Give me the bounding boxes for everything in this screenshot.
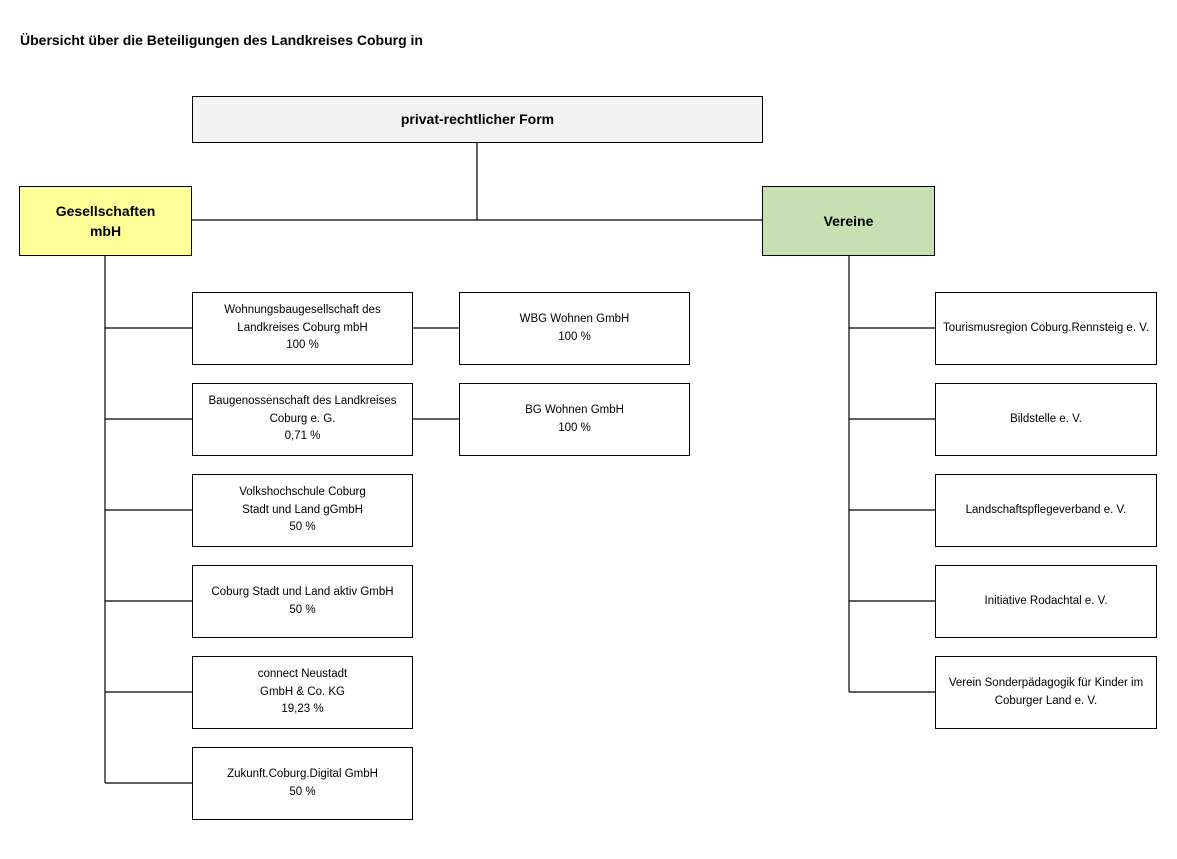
node-zukunft-coburg-digital: Zukunft.Coburg.Digital GmbH 50 % <box>192 747 413 820</box>
node-text-line: Verein Sonderpädagogik für Kinder im <box>948 677 1144 689</box>
node-text-line: Coburg e. G. <box>269 412 336 425</box>
node-text-line: 100 % <box>558 421 591 434</box>
node-bg-wohnen: BG Wohnen GmbH 100 % <box>459 383 690 456</box>
node-text-line: Landkreises Coburg mbH <box>237 321 368 334</box>
node-bildstelle: Bildstelle e. V. <box>935 383 1157 456</box>
node-text-line: Tourismusregion Coburg.Rennsteig e. V. <box>942 321 1150 334</box>
chart-title: Übersicht über die Beteiligungen des Lan… <box>20 32 423 48</box>
node-text-line: Volkshochschule Coburg <box>239 486 366 499</box>
root-node-box: privat-rechtlicher Form <box>192 96 763 143</box>
node-tourismusregion: Tourismusregion Coburg.Rennsteig e. V. <box>935 292 1157 365</box>
node-text-line: BG Wohnen GmbH <box>525 404 624 416</box>
node-stadt-und-land-aktiv: Coburg Stadt und Land aktiv GmbH 50 % <box>192 565 413 638</box>
category-label-line: Vereine <box>823 213 874 229</box>
node-wohnungsbaugesellschaft: Wohnungsbaugesellschaft des Landkreises … <box>192 292 413 365</box>
node-text-line: 19,23 % <box>281 703 324 716</box>
node-verein-sonderpaedagogik: Verein Sonderpädagogik für Kinder im Cob… <box>935 656 1157 729</box>
node-text-line: 50 % <box>289 785 316 798</box>
node-text-line: 0,71 % <box>284 430 321 443</box>
node-text-line: connect Neustadt <box>257 668 348 681</box>
node-baugenossenschaft: Baugenossenschaft des Landkreises Coburg… <box>192 383 413 456</box>
node-text-line: WBG Wohnen GmbH <box>519 313 630 325</box>
node-wbg-wohnen: WBG Wohnen GmbH 100 % <box>459 292 690 365</box>
node-text-line: Wohnungsbaugesellschaft des <box>224 304 381 317</box>
node-text-line: Landschaftspflegeverband e. V. <box>965 503 1127 516</box>
node-text-line: Bildstelle e. V. <box>1010 412 1082 425</box>
node-initiative-rodachtal: Initiative Rodachtal e. V. <box>935 565 1157 638</box>
category-gesellschaften-box: Gesellschaften mbH <box>19 186 192 256</box>
node-connect-neustadt: connect Neustadt GmbH & Co. KG 19,23 % <box>192 656 413 729</box>
root-node-label: privat-rechtlicher Form <box>400 110 555 127</box>
node-text-line: Coburg Stadt und Land aktiv GmbH <box>211 586 394 598</box>
node-text-line: Zukunft.Coburg.Digital GmbH <box>227 768 378 780</box>
node-text-line: GmbH & Co. KG <box>260 685 345 698</box>
category-label-line: mbH <box>89 223 122 239</box>
node-volkshochschule: Volkshochschule Coburg Stadt und Land gG… <box>192 474 413 547</box>
node-text-line: Initiative Rodachtal e. V. <box>984 594 1108 607</box>
node-text-line: 100 % <box>558 330 591 343</box>
node-text-line: Coburger Land e. V. <box>994 694 1098 707</box>
node-landschaftspflegeverband: Landschaftspflegeverband e. V. <box>935 474 1157 547</box>
node-text-line: 50 % <box>289 521 316 534</box>
category-vereine-box: Vereine <box>762 186 935 256</box>
node-text-line: Baugenossenschaft des Landkreises <box>208 395 397 408</box>
node-text-line: Stadt und Land gGmbH <box>242 503 363 516</box>
node-text-line: 100 % <box>286 339 319 352</box>
category-label-line: Gesellschaften <box>55 203 156 219</box>
node-text-line: 50 % <box>289 603 316 616</box>
